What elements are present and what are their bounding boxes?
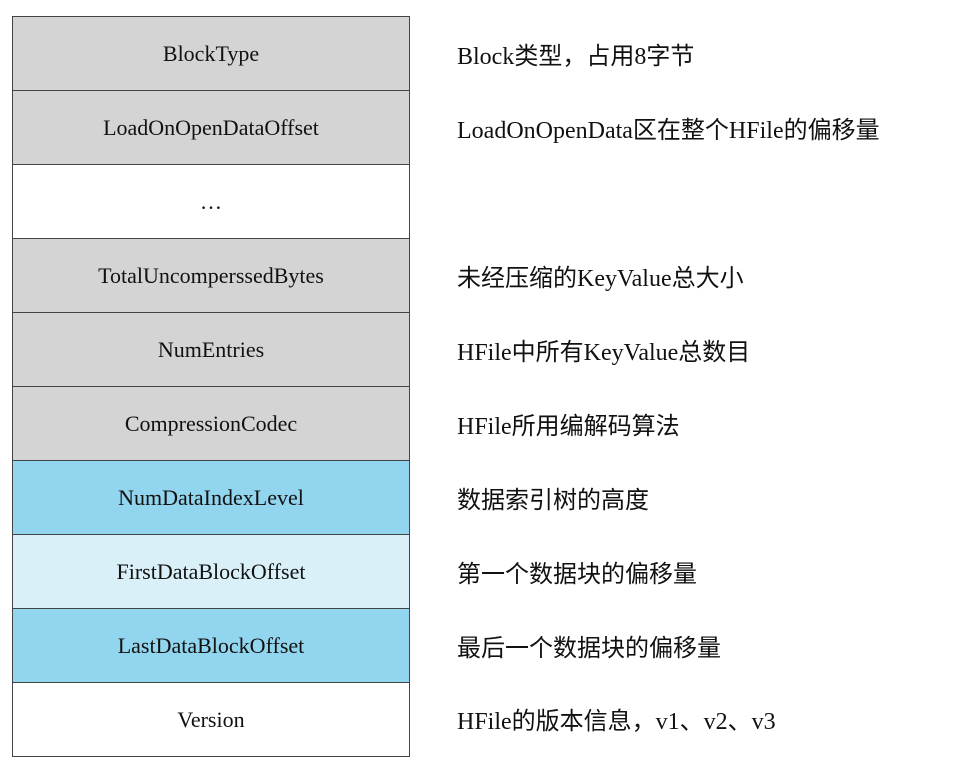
- field-block-type: BlockType: [13, 17, 409, 91]
- field-num-entries: NumEntries: [13, 313, 409, 387]
- desc-first-data-block-offset: 第一个数据块的偏移量: [457, 561, 697, 588]
- desc-last-data-block-offset: 最后一个数据块的偏移量: [457, 635, 721, 662]
- desc-load-on-open-data-offset: LoadOnOpenData区在整个HFile的偏移量: [457, 117, 880, 144]
- field-num-data-index-level: NumDataIndexLevel: [13, 461, 409, 535]
- field-version: Version: [13, 683, 409, 756]
- desc-total-uncompressed-bytes: 未经压缩的KeyValue总大小: [457, 265, 744, 292]
- desc-block-type: Block类型，占用8字节: [457, 43, 695, 70]
- desc-num-data-index-level: 数据索引树的高度: [457, 487, 649, 514]
- field-load-on-open-data-offset: LoadOnOpenDataOffset: [13, 91, 409, 165]
- desc-version: HFile的版本信息，v1、v2、v3: [457, 709, 776, 735]
- trailer-structure-diagram: BlockType LoadOnOpenDataOffset … TotalUn…: [12, 16, 410, 757]
- field-compression-codec: CompressionCodec: [13, 387, 409, 461]
- description-column: Block类型，占用8字节 LoadOnOpenData区在整个HFile的偏移…: [457, 16, 952, 755]
- field-last-data-block-offset: LastDataBlockOffset: [13, 609, 409, 683]
- field-first-data-block-offset: FirstDataBlockOffset: [13, 535, 409, 609]
- field-ellipsis: …: [13, 165, 409, 239]
- desc-ellipsis: [457, 164, 952, 238]
- desc-compression-codec: HFile所用编解码算法: [457, 413, 680, 440]
- desc-num-entries: HFile中所有KeyValue总数目: [457, 339, 751, 366]
- field-total-uncompressed-bytes: TotalUncomperssedBytes: [13, 239, 409, 313]
